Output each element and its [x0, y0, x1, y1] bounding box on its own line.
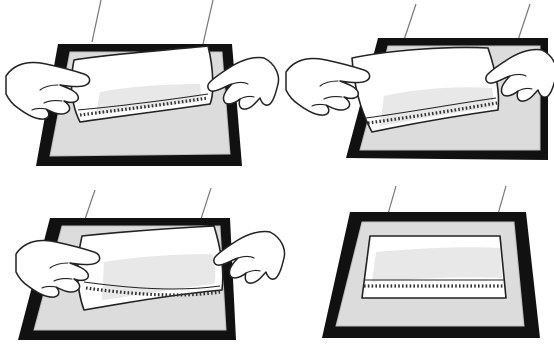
cable-line	[84, 190, 95, 222]
cable-line	[404, 4, 416, 40]
cable-line	[498, 186, 506, 214]
sheet-shadow	[372, 247, 502, 282]
panel-step-1	[6, 0, 278, 166]
cable-line	[92, 0, 101, 42]
panel-step-4	[322, 186, 540, 338]
cable-line	[200, 188, 211, 222]
cable-line	[518, 4, 530, 40]
panel-step-3	[16, 188, 284, 340]
cable-line	[388, 186, 396, 214]
panel-step-2	[286, 4, 554, 160]
cable-line	[203, 0, 213, 44]
